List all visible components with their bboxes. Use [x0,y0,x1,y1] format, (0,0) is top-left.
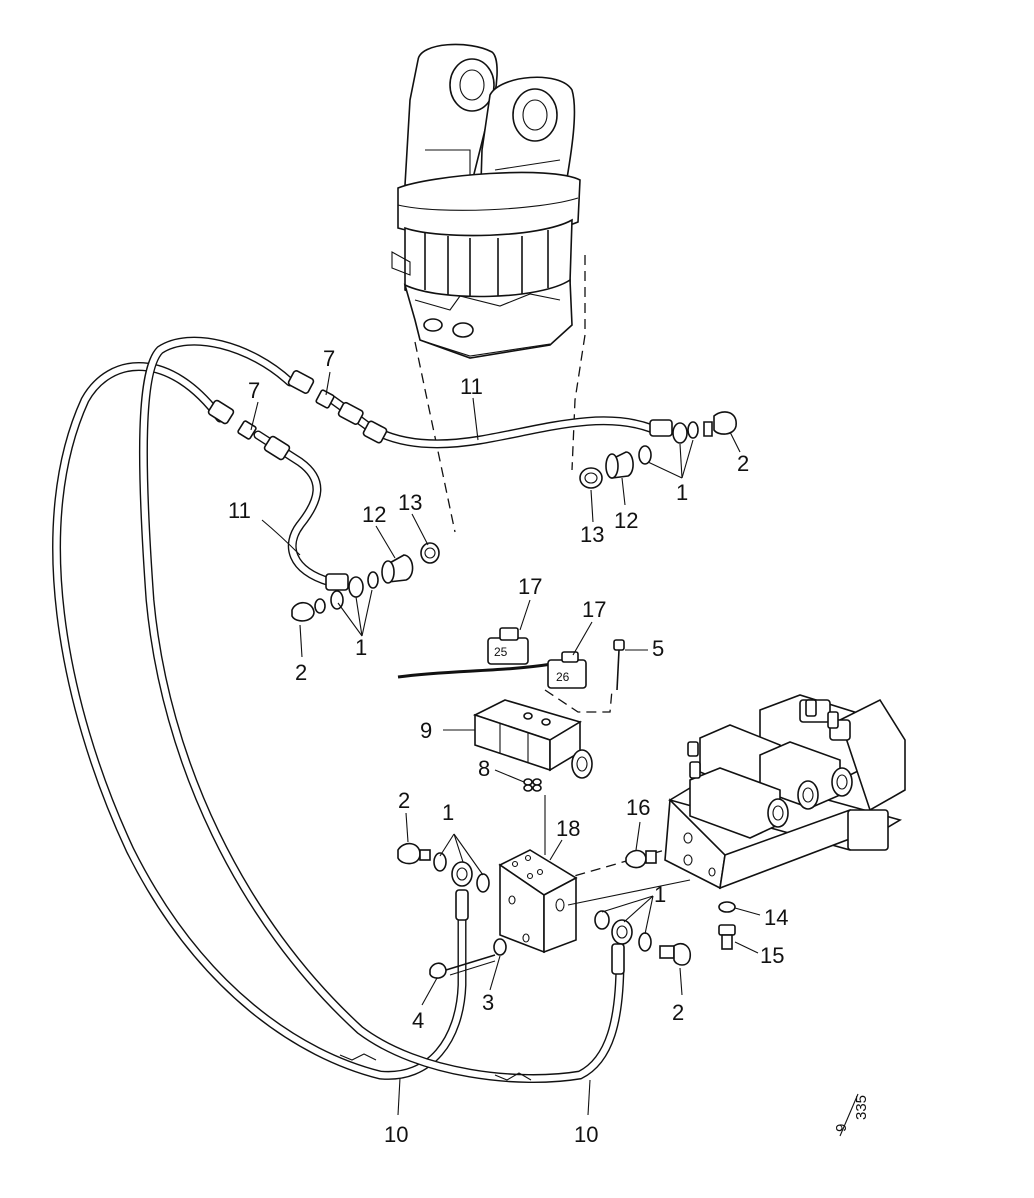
callout-16: 16 [626,795,650,820]
callout-2-left-lower: 2 [398,788,410,813]
connector-label-26: 26 [556,670,570,684]
page-number: 335 [853,1095,870,1120]
callout-5: 5 [652,636,664,661]
callout-9: 9 [420,718,432,743]
page-section: 9 [833,1124,850,1132]
callout-10-left: 10 [384,1122,408,1147]
leader-lines [250,371,761,1116]
callout-1-right-upper: 1 [676,480,688,505]
page-reference: 9 335 [833,1093,870,1137]
callout-labels: 7 7 11 11 12 13 1 2 2 1 12 13 17 17 5 9 … [228,346,788,1147]
callout-7-lower: 7 [248,378,260,403]
callout-12-right: 12 [614,508,638,533]
callout-18: 18 [556,816,580,841]
solenoid-connectors: 25 26 [397,627,625,691]
callout-2-right-upper: 2 [737,451,749,476]
fittings-left-lower [397,842,507,979]
fittings-right-lower [594,910,692,975]
callout-11-lower: 11 [228,498,251,523]
callout-1-left-lower: 1 [442,800,454,825]
callout-11-upper: 11 [460,374,483,399]
callout-3: 3 [482,990,494,1015]
callout-10-right: 10 [574,1122,598,1147]
callout-13-right: 13 [580,522,604,547]
callout-14: 14 [764,905,788,930]
rotator [391,43,581,359]
control-valve-assembly [625,694,906,950]
callout-15: 15 [760,943,784,968]
callout-8: 8 [478,756,490,781]
manifold-block [498,849,691,954]
callout-2-right-lower: 2 [672,1000,684,1025]
callout-12-left: 12 [362,502,386,527]
callout-17-left: 17 [518,574,542,599]
connector-label-25: 25 [494,645,508,659]
solenoid-valve [472,699,593,855]
callout-1-right-lower: 1 [654,882,666,907]
callout-7-upper: 7 [323,346,335,371]
callout-4: 4 [412,1008,424,1033]
callout-1-left-upper: 1 [355,635,367,660]
fittings-upper [207,370,737,622]
callout-2-left-upper: 2 [295,660,307,685]
callout-13-left: 13 [398,490,422,515]
hoses-10 [52,336,625,1084]
callout-17-right: 17 [582,597,606,622]
